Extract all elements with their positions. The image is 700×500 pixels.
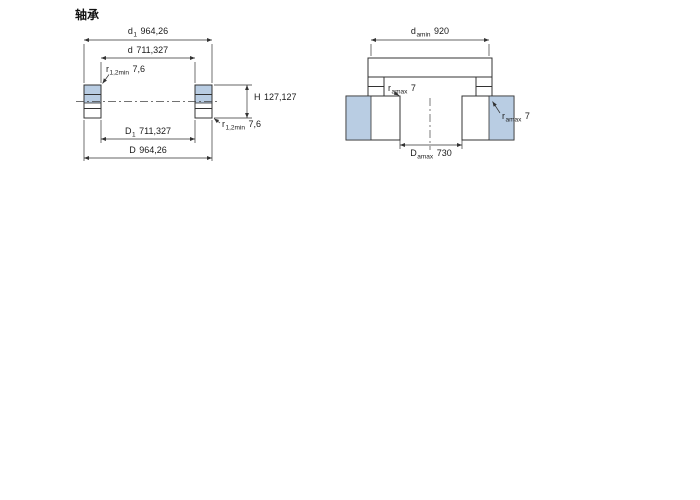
dim-symbol: r (502, 111, 505, 121)
dim-value: 964,26 (141, 26, 169, 36)
dim-value: 7,6 (249, 119, 262, 129)
dim-symbol: r (388, 83, 391, 93)
dim-damin: damin 920 (370, 26, 490, 56)
bearing-outline (367, 57, 493, 97)
dim-subscript: 1,2min (226, 125, 246, 132)
dim-value: 7,6 (133, 64, 146, 74)
dim-subscript: amin (416, 32, 430, 39)
leader-line (102, 74, 110, 84)
leader-line (393, 91, 400, 96)
leader-line (213, 118, 221, 124)
dim-subscript: amax (417, 154, 434, 161)
dim-subscript: 1 (132, 132, 136, 139)
page-title: 轴承 (75, 8, 100, 22)
dim-value: 730 (437, 148, 452, 158)
bearing-section-body (76, 84, 220, 119)
dim-value: 127,127 (264, 92, 297, 102)
dim-d1: d1 964,26 (83, 26, 213, 83)
dim-subscript: amax (392, 89, 409, 96)
dim-value: 711,327 (136, 45, 168, 55)
dim-value: 920 (434, 26, 449, 36)
dim-symbol: d (128, 45, 133, 55)
dim-value: 711,327 (139, 126, 171, 136)
dim-subscript: amax (506, 117, 523, 124)
dim-symbol: D (125, 126, 132, 136)
dim-damin-label: damin 920 (411, 26, 449, 39)
dim-subscript: 1,2min (110, 70, 130, 77)
dim-symbol: d (411, 26, 416, 36)
shaft-washer (367, 57, 493, 78)
dim-value: 7 (411, 83, 416, 93)
dim-symbol: r (106, 64, 109, 74)
left-housing-shaded (345, 95, 372, 141)
housing-section (345, 95, 515, 150)
dim-value: 7 (525, 111, 530, 121)
dim-subscript: 1 (133, 32, 137, 39)
dim-symbol: D (410, 148, 417, 158)
dim-d1-label: d1 964,26 (128, 26, 168, 39)
dim-value: 964,26 (139, 145, 167, 155)
dim-symbol: d (128, 26, 133, 36)
dim-symbol: r (222, 119, 225, 129)
leader-line (492, 101, 501, 114)
dim-symbol: D (129, 145, 136, 155)
dim-symbol: H (254, 92, 261, 102)
